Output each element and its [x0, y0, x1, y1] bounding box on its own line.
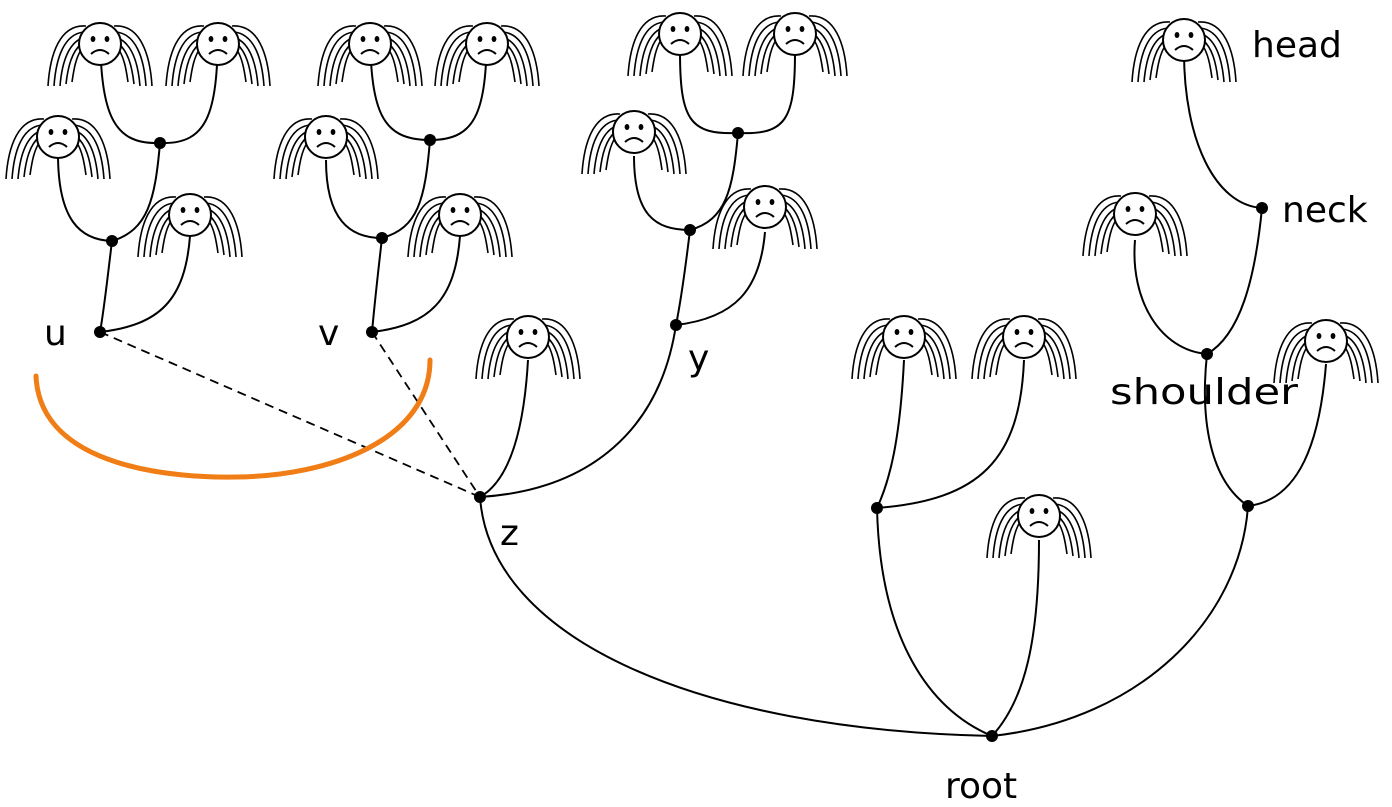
node-v — [366, 326, 378, 338]
node-z — [474, 491, 486, 503]
nodes — [94, 127, 1268, 742]
sad-face-icon — [47, 22, 153, 87]
label-y: y — [688, 338, 709, 379]
label-z: z — [500, 513, 519, 554]
node-dot-icon — [106, 235, 118, 247]
node-labels: u v y z root head neck shoulder — [44, 25, 1368, 807]
dashed-links — [99, 331, 481, 498]
label-head: head — [1252, 25, 1342, 66]
sad-face-icon — [165, 22, 271, 87]
label-u: u — [44, 313, 67, 354]
node-dot-icon — [684, 224, 696, 236]
label-root: root — [945, 766, 1017, 807]
highlight-arc — [33, 357, 433, 480]
sad-face-icon — [137, 193, 243, 258]
node-dot-icon — [376, 232, 388, 244]
node-y — [670, 319, 682, 331]
node-neck — [1256, 202, 1268, 214]
sad-face-icon — [434, 22, 540, 87]
dashed-link-u-z — [99, 331, 481, 498]
node-root — [986, 730, 998, 742]
node-dot-icon — [871, 502, 883, 514]
node-dot-icon — [732, 127, 744, 139]
dashed-link-v-z — [371, 331, 481, 498]
node-u — [94, 326, 106, 338]
node-dot-icon — [154, 137, 166, 149]
sad-face-icon — [407, 193, 513, 258]
node-dot-icon — [424, 134, 436, 146]
label-shoulder: shoulder — [1110, 372, 1298, 413]
label-neck: neck — [1282, 190, 1368, 231]
label-v: v — [318, 313, 339, 354]
tree-edges — [57, 21, 1327, 737]
node-shoulder — [1201, 348, 1213, 360]
node-dot-icon — [1242, 500, 1254, 512]
sad-face-icon — [317, 22, 423, 87]
